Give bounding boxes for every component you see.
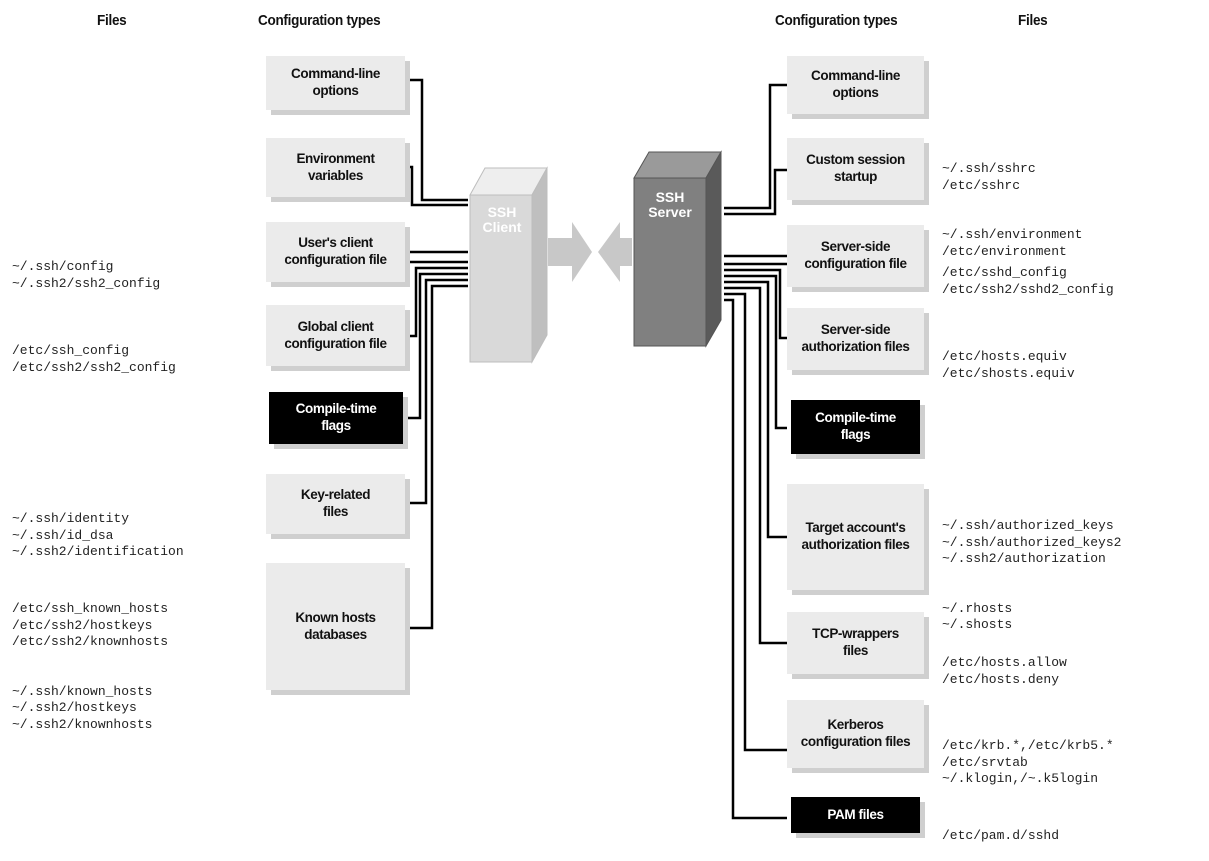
server-type-server-authorization-files: Server-side authorization files — [787, 308, 924, 370]
client-type-compile-time-flags: Compile-time flags — [269, 392, 403, 444]
exchange-arrows — [548, 222, 632, 282]
server-files-kerberos: /etc/krb.*,/etc/krb5.*/etc/srvtab~/.klog… — [942, 738, 1114, 786]
client-files-key-related: ~/.ssh/identity~/.ssh/id_dsa~/.ssh2/iden… — [12, 511, 184, 559]
server-type-kerberos-config-files: Kerberos configuration files — [787, 700, 924, 768]
server-files-session-startup: ~/.ssh/sshrc/etc/sshrc ~/.ssh/environmen… — [942, 161, 1083, 259]
server-type-tcp-wrappers-files: TCP-wrappers files — [787, 612, 924, 674]
server-type-compile-time-flags: Compile-time flags — [791, 400, 920, 454]
server-type-command-line-options: Command-line options — [787, 56, 924, 114]
server-files-target-authorization: ~/.ssh/authorized_keys~/.ssh/authorized_… — [942, 518, 1122, 632]
server-files-server-authorization: /etc/hosts.equiv/etc/shosts.equiv — [942, 349, 1075, 381]
ssh-client-tower — [469, 166, 548, 364]
client-type-key-related-files: Key-related files — [266, 474, 405, 534]
client-type-environment-variables: Environment variables — [266, 138, 405, 197]
client-files-known-hosts: /etc/ssh_known_hosts/etc/ssh2/hostkeys/e… — [12, 601, 169, 732]
client-files-user-config: ~/.ssh/config~/.ssh2/ssh2_config — [12, 259, 161, 291]
left-files-header: Files — [97, 12, 127, 29]
client-files-global-config: /etc/ssh_config/etc/ssh2/ssh2_config — [12, 343, 176, 375]
right-files-header: Files — [1018, 12, 1048, 29]
server-type-pam-files: PAM files — [791, 797, 920, 833]
server-files-server-config: /etc/sshd_config/etc/ssh2/sshd2_config — [942, 265, 1114, 297]
server-type-server-config-file: Server-side configuration file — [787, 225, 924, 287]
connection-diagram — [405, 78, 787, 820]
ssh-client-label: SSH Client — [482, 204, 522, 236]
client-type-global-config-file: Global client configuration file — [266, 305, 405, 366]
client-type-command-line-options: Command-line options — [266, 56, 405, 110]
ssh-server-label: SSH Server — [648, 189, 692, 221]
client-type-known-hosts-databases: Known hosts databases — [266, 563, 405, 690]
left-types-header: Configuration types — [258, 12, 381, 29]
ssh-server-tower — [633, 150, 722, 348]
server-files-tcp-wrappers: /etc/hosts.allow/etc/hosts.deny — [942, 655, 1067, 687]
server-files-pam: /etc/pam.d/sshd — [942, 828, 1060, 843]
right-types-header: Configuration types — [775, 12, 898, 29]
server-type-target-account-authorization-files: Target account's authorization files — [787, 484, 924, 590]
client-type-user-config-file: User's client configuration file — [266, 222, 405, 282]
server-type-custom-session-startup: Custom session startup — [787, 138, 924, 200]
